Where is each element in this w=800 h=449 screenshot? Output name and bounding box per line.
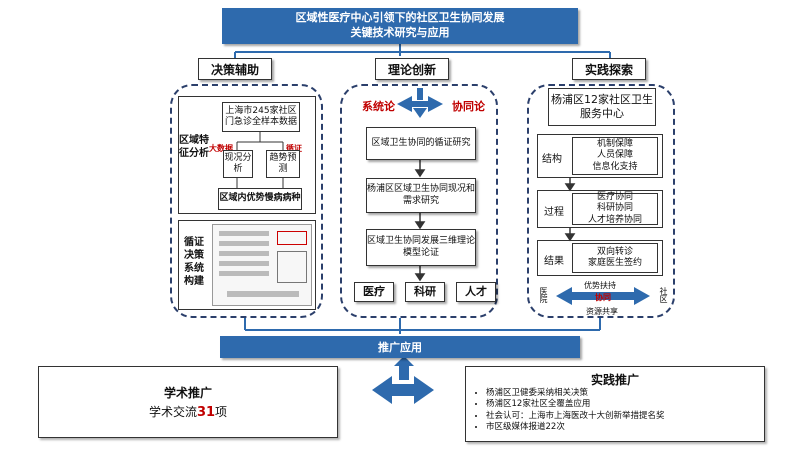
resource-sharing-label: 资源共享 — [586, 307, 618, 316]
chronic-disease-box: 区域内优势慢病病种 — [218, 188, 302, 210]
header-theory-innovation: 理论创新 — [375, 58, 449, 80]
decision-system-section — [178, 220, 316, 310]
middle-column-frame — [340, 84, 498, 318]
evidence-research-box: 区域卫生协同的循证研究 — [366, 127, 476, 160]
status-demand-research-box: 杨浦区区域卫生协同现况和需求研究 — [366, 178, 476, 213]
header-practice-exploration-label: 实践探索 — [584, 62, 633, 77]
header-theory-innovation-label: 理论创新 — [387, 62, 436, 77]
academic-title: 学术推广 — [163, 386, 212, 400]
status-analysis-box: 现况分析 — [223, 150, 253, 178]
header-practice-exploration: 实践探索 — [572, 58, 646, 80]
advantage-support-label: 优势扶持 — [584, 281, 616, 290]
academic-unit: 项 — [215, 405, 228, 419]
practice-list: 杨浦区卫健委采纳相关决策 杨浦区12家社区全覆盖应用 社会认可：上海市上海医改十… — [474, 388, 756, 434]
main-title: 区域性医疗中心引领下的社区卫生协同发展 关键技术研究与应用 — [222, 8, 578, 44]
tag-research: 科研 — [405, 282, 445, 302]
trend-forecast-box: 趋势预测 — [266, 150, 300, 178]
region-analysis-section — [178, 96, 316, 214]
decision-system-label: 循证决策系统构建 — [184, 237, 204, 287]
tag-big-data: 大数据 — [209, 144, 233, 153]
process-row — [537, 190, 663, 228]
process-label: 过程 — [544, 207, 564, 218]
header-decision-support: 决策辅助 — [198, 58, 272, 80]
header-decision-support-label: 决策辅助 — [210, 62, 259, 77]
system-diagram-thumbnail — [212, 224, 312, 306]
left-column-frame — [170, 84, 323, 318]
hospital-label: 医院 — [539, 287, 548, 303]
right-column-frame — [527, 84, 675, 318]
promotion-bar: 推广应用 — [220, 336, 580, 358]
structure-row — [537, 134, 663, 178]
region-analysis-label: 区域特征分析 — [179, 135, 209, 159]
community-centers-box: 杨浦区12家社区卫生服务中心 — [548, 88, 656, 126]
structure-label: 结构 — [542, 154, 562, 165]
practice-item: 社会认可：上海市上海医改十大创新举措提名奖 — [486, 411, 756, 422]
community-label: 社区 — [659, 287, 668, 303]
practice-item: 市区级媒体报道22次 — [486, 422, 756, 433]
theory-synergy: 协同论 — [452, 100, 485, 113]
academic-count: 31 — [196, 405, 216, 420]
practice-title: 实践推广 — [590, 373, 639, 387]
result-content: 双向转诊 家庭医生签约 — [572, 243, 658, 273]
academic-promotion-box: 学术推广 学术交流31项 — [38, 366, 338, 438]
tag-talent: 人才 — [456, 282, 496, 302]
practice-promotion-box: 实践推广 杨浦区卫健委采纳相关决策 杨浦区12家社区全覆盖应用 社会认可：上海市… — [465, 366, 765, 442]
result-row — [537, 240, 663, 276]
sample-data-box: 上海市245家社区门急诊全样本数据 — [222, 102, 300, 132]
promotion-bar-label: 推广应用 — [378, 341, 422, 354]
practice-item: 杨浦区卫健委采纳相关决策 — [486, 388, 756, 399]
tag-evidence: 循证 — [286, 144, 302, 153]
structure-content: 机制保障 人员保障 信息化支持 — [572, 137, 658, 175]
academic-line-text: 学术交流 — [148, 405, 197, 419]
process-content: 医疗协同 科研协同 人才培养协同 — [572, 192, 658, 225]
tag-medical: 医疗 — [354, 282, 394, 302]
practice-item: 杨浦区12家社区全覆盖应用 — [486, 399, 756, 410]
result-label: 结果 — [544, 256, 564, 267]
theory-system: 系统论 — [362, 100, 395, 113]
title-line2: 关键技术研究与应用 — [350, 26, 450, 39]
academic-line: 学术交流31项 — [149, 403, 227, 420]
theory-model-box: 区域卫生协同发展三维理论模型论证 — [366, 229, 476, 266]
title-line1: 区域性医疗中心引领下的社区卫生协同发展 — [295, 11, 505, 25]
synergy-label: 协同 — [595, 293, 611, 302]
